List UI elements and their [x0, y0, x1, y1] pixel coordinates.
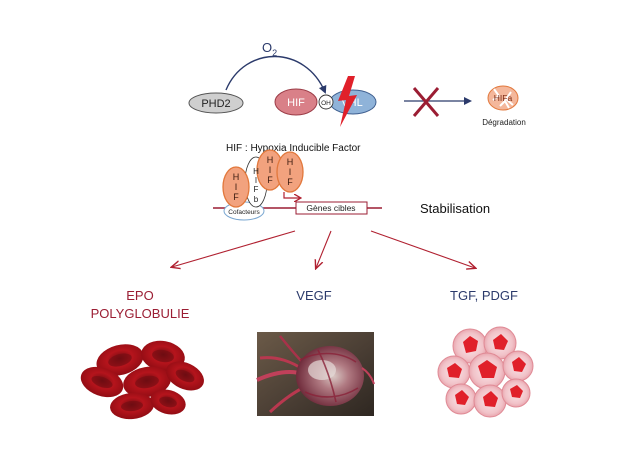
phd2-label: PHD2 — [201, 98, 230, 110]
cell — [473, 384, 507, 418]
hif-a-mid-letters: H I F — [267, 155, 274, 185]
angiogenesis-image — [256, 332, 375, 416]
polyglobulie-label: POLYGLOBULIE — [91, 306, 190, 321]
rbc — [150, 389, 186, 415]
red-blood-cells-illustration — [80, 340, 204, 420]
transcription-arrow — [283, 192, 300, 198]
arrow-to-epo — [172, 230, 296, 267]
cell-cluster-illustration — [437, 326, 534, 418]
vegf-label: VEGF — [296, 288, 331, 303]
svg-text:F: F — [267, 175, 273, 185]
cell — [502, 350, 534, 382]
hif-ellipse — [274, 88, 318, 116]
arrow-to-tgf — [370, 230, 475, 268]
hif-a-right — [276, 151, 304, 193]
blocked-degradation-arrow — [404, 87, 472, 117]
hif-vhl-complex: HIF OH VHL — [274, 76, 377, 127]
o2-curved-arrow — [225, 55, 327, 94]
hif-label: HIF — [287, 97, 305, 109]
rbc — [123, 366, 171, 398]
epo-label: EPO — [126, 288, 153, 303]
svg-text:I: I — [235, 182, 238, 192]
hifa-degradation: HIFa Dégradation — [482, 85, 526, 127]
hif-a-left — [222, 166, 250, 208]
target-genes-label: Gènes cibles — [306, 203, 355, 213]
svg-text:H: H — [233, 172, 240, 182]
rbc — [166, 361, 204, 391]
phd2-enzyme: PHD2 — [188, 92, 244, 114]
hif-a-right-letters: H I F — [287, 157, 294, 187]
svg-text:b: b — [254, 195, 259, 204]
stabilisation-label: Stabilisation — [420, 201, 490, 216]
tgf-pdgf-label: TGF, PDGF — [450, 288, 518, 303]
lightning-bolt-icon — [338, 76, 357, 127]
oh-label: OH — [321, 100, 331, 107]
hif-definition: HIF : Hypoxia Inducible Factor — [226, 143, 361, 154]
o2-label: O2 — [262, 40, 277, 58]
svg-text:F: F — [287, 177, 293, 187]
svg-text:F: F — [254, 185, 259, 194]
hif-b-letters: H I F b — [253, 167, 259, 204]
cofactors-label: Cofacteurs — [228, 209, 260, 216]
cell — [468, 352, 506, 390]
svg-text:I: I — [269, 165, 272, 175]
rbc — [96, 344, 144, 376]
arrow-to-vegf — [316, 230, 332, 268]
oh-group — [318, 94, 334, 110]
svg-text:I: I — [255, 176, 257, 185]
o2-letter: O — [262, 40, 272, 55]
svg-text:I: I — [289, 167, 292, 177]
hif-dna-complex: Cofacteurs H I F H I F H I F H I F b Gèn… — [213, 149, 382, 221]
svg-text:H: H — [267, 155, 274, 165]
hifa-label: HIFa — [494, 93, 513, 103]
cell — [437, 355, 471, 389]
rbc — [110, 392, 154, 420]
svg-text:H: H — [287, 157, 294, 167]
cell — [501, 378, 531, 408]
svg-text:H: H — [253, 167, 259, 176]
degradation-label: Dégradation — [482, 118, 526, 127]
rbc — [80, 366, 124, 398]
hif-a-left-letters: H I F — [233, 172, 240, 202]
cell — [445, 383, 477, 415]
svg-text:F: F — [233, 192, 239, 202]
o2-subscript: 2 — [272, 48, 277, 58]
target-genes-box — [295, 201, 368, 215]
cell — [483, 326, 517, 360]
